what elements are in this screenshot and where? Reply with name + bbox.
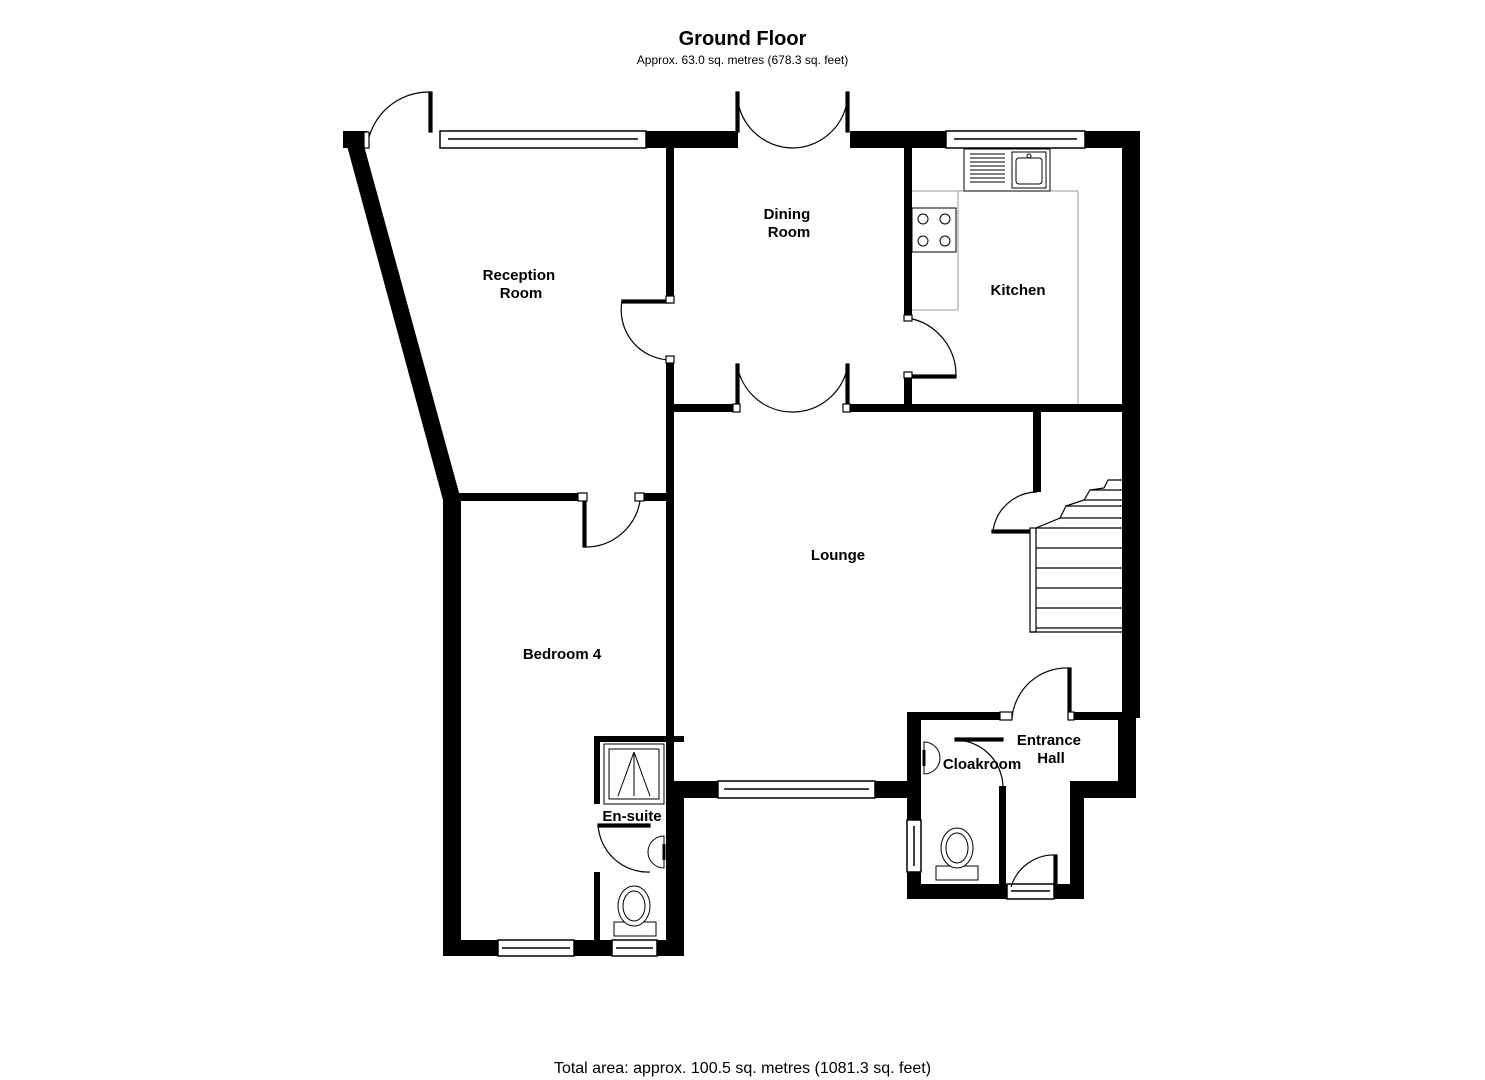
wall-west-slanted	[343, 131, 461, 500]
wall-bedroom-bottom-l	[443, 940, 498, 956]
door-lounge-stairs	[991, 491, 1038, 534]
wall-entrance-bottom-r	[1054, 884, 1084, 899]
door-front	[1010, 854, 1058, 888]
wall-entrance-se	[1070, 781, 1084, 899]
door-bedroom	[577, 492, 645, 548]
wall-bedroom-west	[443, 493, 461, 956]
wall-cloak-bottom	[907, 884, 1007, 899]
wall-dining-lounge-r	[846, 404, 1140, 412]
door-dining-lounge-french	[732, 363, 851, 413]
door-reception-external	[363, 91, 433, 149]
wall-entrance-east	[1118, 712, 1136, 798]
label-bedroom-4: Bedroom 4	[523, 646, 602, 663]
wall-bedroom-top-l	[443, 493, 583, 501]
wall-bedroom-top-r	[640, 493, 670, 501]
label-ensuite: En-suite	[602, 808, 661, 825]
toilet-icon	[613, 885, 657, 937]
wall-east	[1122, 131, 1140, 718]
wall-kitchen-lower	[904, 376, 912, 410]
wall-ensuite-east	[666, 781, 684, 956]
wall-top-3	[850, 131, 946, 148]
door-ensuite	[597, 823, 651, 873]
total-area: Total area: approx. 100.5 sq. metres (10…	[553, 1060, 932, 1077]
wall-dining-kitchen	[904, 148, 912, 319]
door-cloakroom	[954, 737, 1004, 787]
sink-icon	[963, 148, 1051, 192]
door-reception-dining	[620, 295, 675, 364]
windows	[439, 130, 1086, 957]
wall-top-1	[343, 131, 367, 148]
floor-area-subtitle: Approx. 63.0 sq. metres (678.3 sq. feet)	[636, 53, 849, 67]
wall-cloak-hall	[999, 786, 1006, 884]
label-dining: Dining Room	[764, 206, 815, 241]
room-labels: Reception Room Dining Room Kitchen Loung…	[483, 206, 1085, 825]
hob-icon	[911, 207, 957, 253]
wall-bedroom-bottom-r	[657, 940, 684, 956]
wall-entrance-step	[1070, 781, 1136, 798]
wall-dining-lounge-l	[666, 404, 738, 412]
walls	[343, 131, 1140, 956]
basin-icon	[647, 835, 666, 869]
door-dining-french	[735, 91, 850, 149]
label-entrance-hall: Entrance Hall	[1017, 732, 1085, 767]
label-cloakroom: Cloakroom	[943, 756, 1021, 773]
label-kitchen: Kitchen	[990, 282, 1045, 299]
door-entrance-hall	[999, 667, 1075, 721]
wall-hall-top	[1070, 712, 1136, 720]
shower-icon	[603, 743, 665, 805]
stairs-icon	[1029, 479, 1122, 633]
wall-reception-lounge	[666, 361, 674, 781]
cloakroom-basin-icon	[922, 741, 941, 775]
wall-ensuite-west-top	[594, 736, 600, 804]
wall-stairs-partition	[1033, 412, 1041, 492]
wall-cloak-top	[907, 712, 1001, 720]
wall-reception-dining	[666, 148, 674, 300]
label-lounge: Lounge	[811, 547, 865, 564]
wall-ensuite-top	[594, 736, 684, 742]
wall-lounge-south-r	[875, 781, 921, 798]
cloakroom-toilet-icon	[935, 827, 979, 881]
label-reception: Reception Room	[483, 267, 560, 302]
wall-top-2	[646, 131, 738, 148]
door-dining-kitchen	[903, 314, 957, 379]
floor-title: Ground Floor	[678, 28, 807, 50]
fixtures	[603, 148, 1122, 937]
wall-ensuite-west-bottom	[594, 872, 600, 942]
doors	[363, 91, 1075, 888]
wall-bedroom-bottom-m	[574, 940, 612, 956]
internal-walls	[594, 148, 1140, 942]
